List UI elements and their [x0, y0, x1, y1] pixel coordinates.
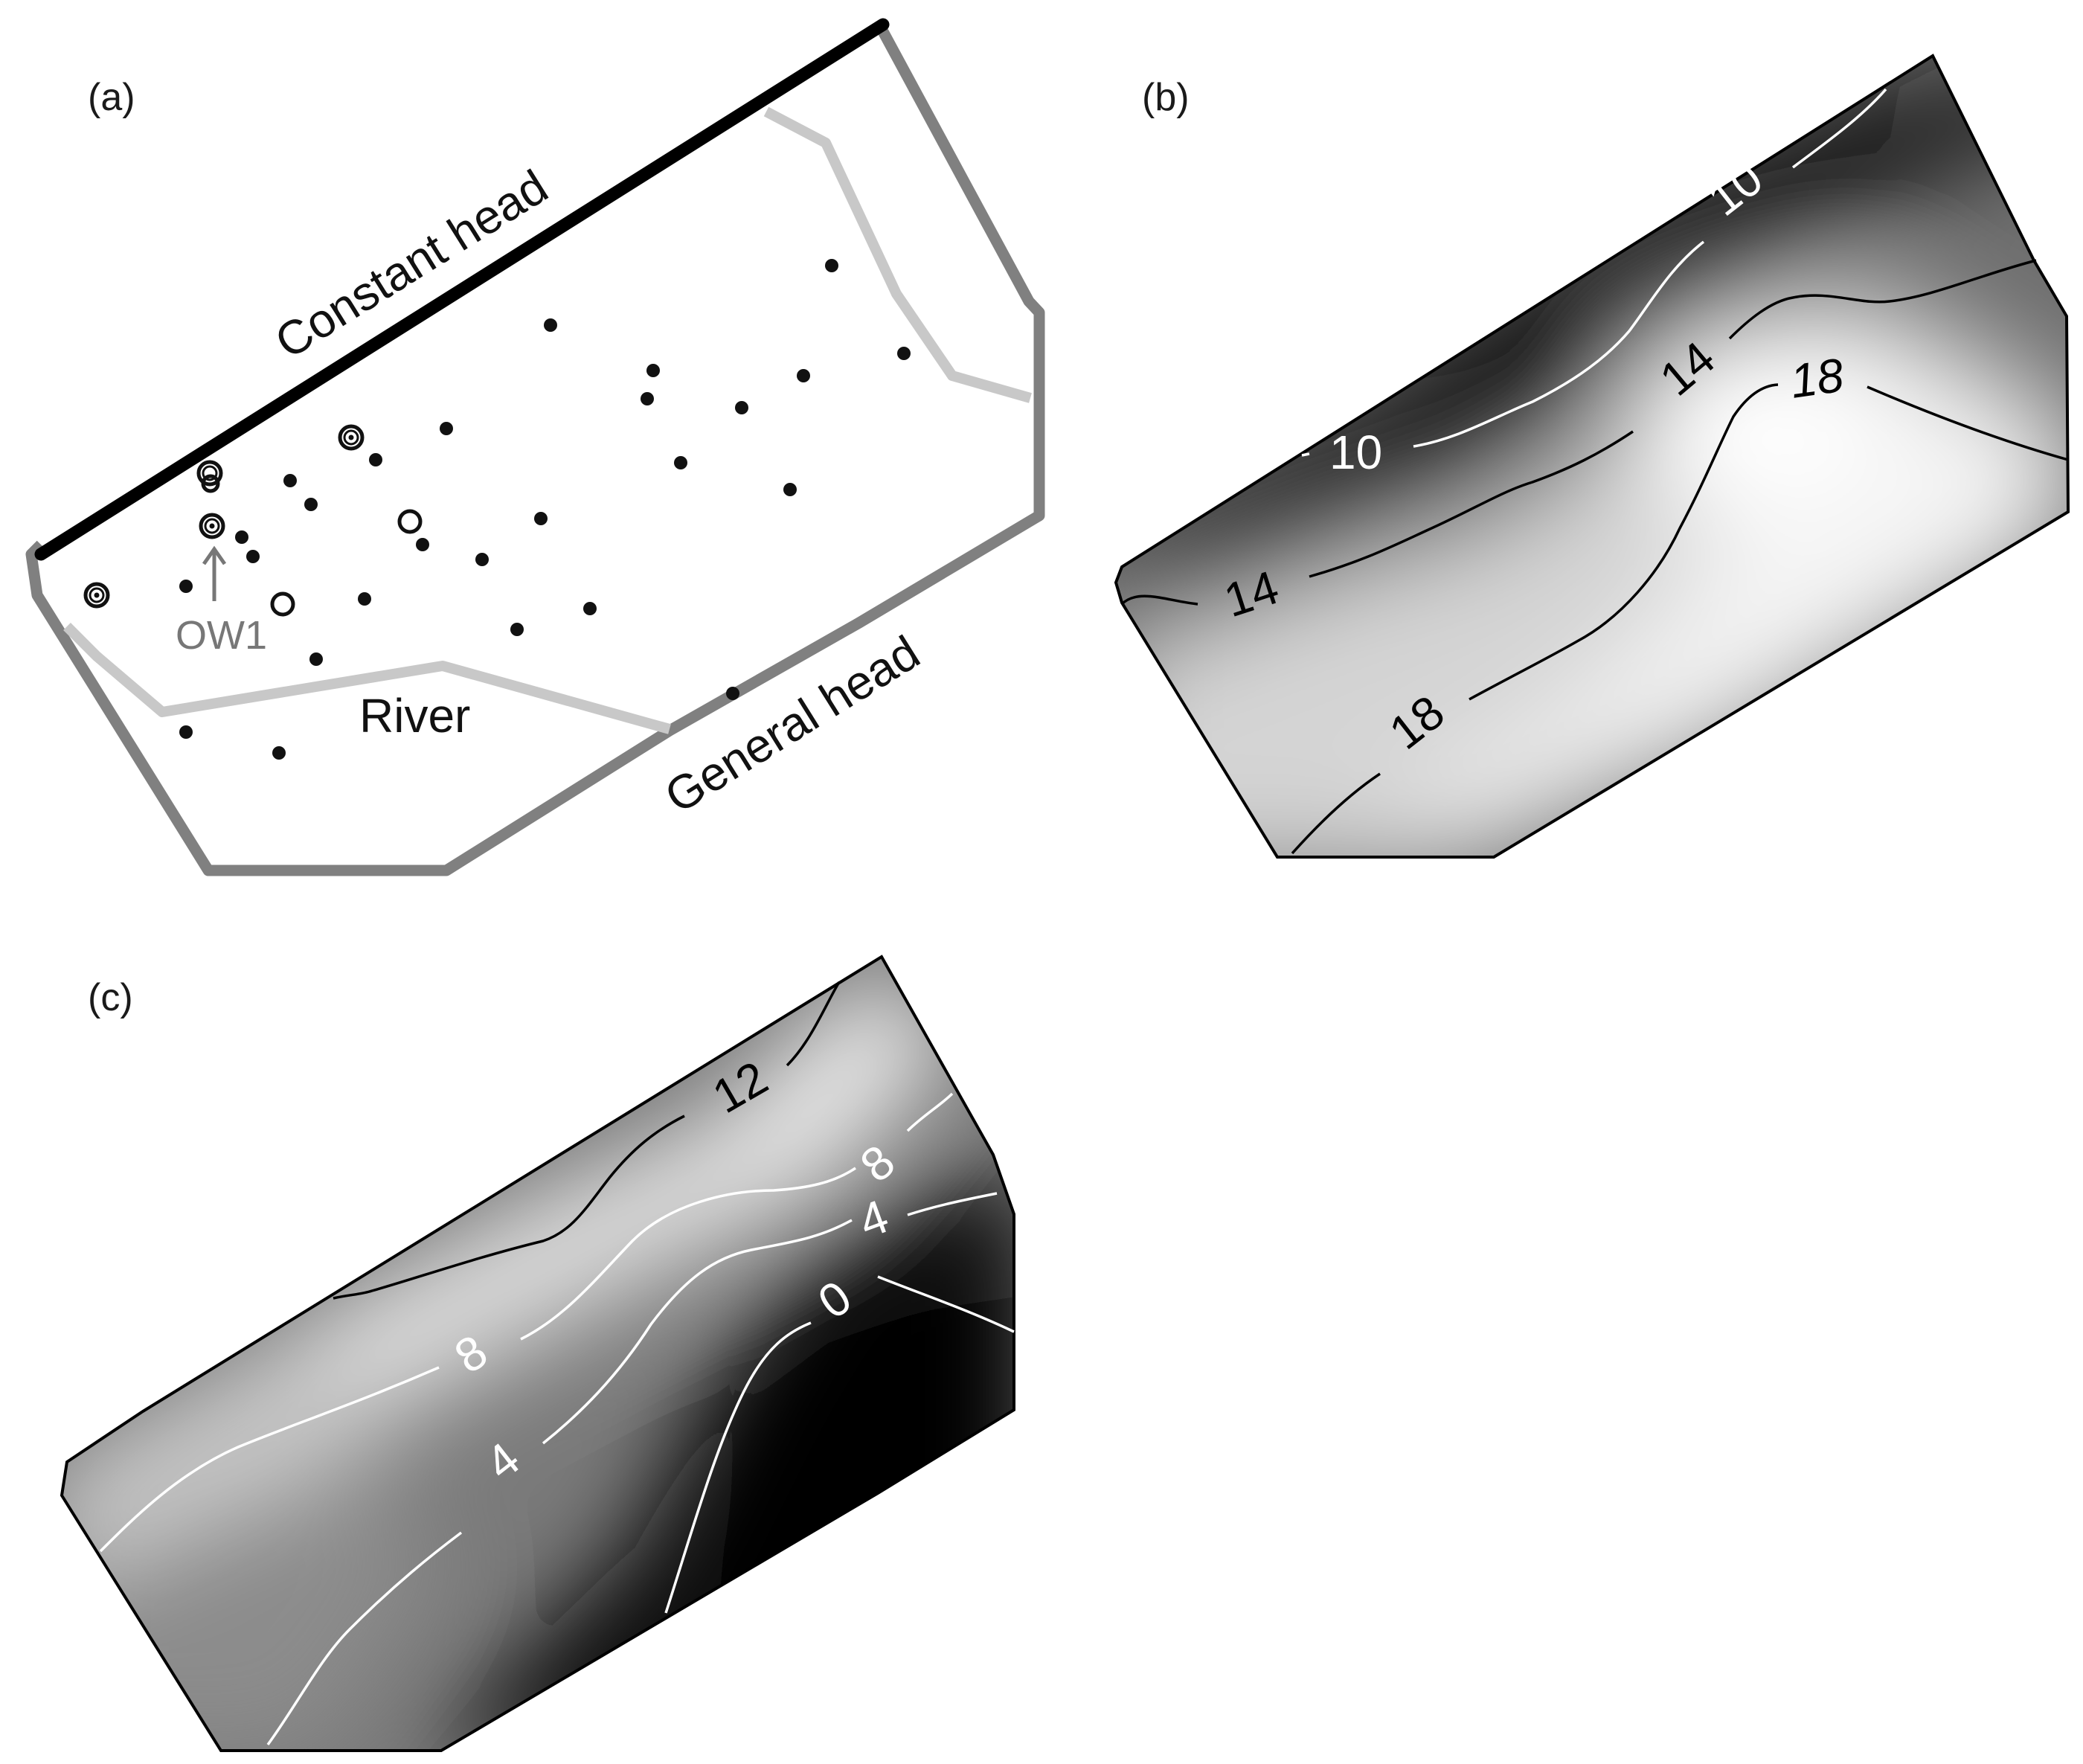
hatched-wells [83, 424, 365, 609]
well-dot [783, 483, 797, 496]
contour-label: 18 [1787, 348, 1847, 408]
well-dot [272, 746, 286, 760]
contour-line-10 [1301, 88, 1887, 457]
well-dot [534, 512, 548, 525]
well-dot [309, 652, 323, 666]
river-south [63, 623, 671, 734]
well-dot [246, 550, 260, 563]
well-dot [179, 580, 193, 593]
well-dot [583, 602, 597, 615]
ow1-label: OW1 [176, 613, 267, 658]
panel-b-letter: (b) [1142, 76, 1190, 119]
well-dot [646, 364, 660, 377]
contour-line-12 [333, 981, 841, 1300]
contour-label: 10 [1329, 426, 1382, 479]
panel-a-letter: (a) [88, 76, 135, 119]
hatched-well [199, 513, 225, 539]
panel-b: (b) 10 10 14 14 18 18 [1114, 54, 2070, 859]
hatched-well [196, 460, 223, 487]
well-dot [440, 422, 453, 435]
panel-b-outline [1114, 54, 2070, 859]
open-well [397, 509, 423, 534]
well-dot [510, 623, 524, 636]
contour-line-14 [1120, 259, 2037, 606]
general-head-boundary [25, 23, 1045, 876]
arrow-head-icon [202, 545, 227, 565]
panel-c: (c) 12 8 8 4 4 0 [60, 955, 1015, 1752]
contour-line-4 [266, 1192, 998, 1746]
observation-wells [179, 259, 911, 760]
well-dot [369, 453, 382, 466]
constant-head-boundary [34, 18, 890, 561]
contour-line-18 [1291, 383, 2069, 855]
panel-b-shading [1116, 56, 2068, 857]
well-dot [726, 687, 739, 700]
well-dot [641, 392, 654, 405]
river-northeast [763, 106, 1032, 403]
well-dot [735, 401, 748, 414]
well-dot [825, 259, 838, 272]
well-dot [283, 474, 297, 487]
river-label: River [359, 689, 470, 743]
contour-line-0 [664, 1275, 1015, 1614]
well-dot [544, 318, 557, 332]
well-dot [304, 498, 318, 511]
open-wells [201, 474, 423, 617]
well-dot [797, 369, 810, 382]
hatched-well [338, 424, 365, 451]
panel-c-outline [60, 955, 1015, 1752]
well-dot [897, 347, 911, 360]
contour-line-8 [99, 1092, 954, 1553]
panel-c-shading [62, 957, 1014, 1751]
open-well [270, 591, 295, 617]
panel-c-letter: (c) [88, 976, 133, 1019]
well-dot [179, 725, 193, 739]
well-dot [358, 592, 371, 606]
ow1-pointer [202, 545, 227, 601]
well-dot [235, 530, 248, 544]
panel-a: (a) Constant head River General head [25, 18, 1045, 876]
open-well [201, 474, 220, 493]
well-dot [674, 456, 687, 469]
hatched-well [83, 582, 110, 609]
well-dot [475, 553, 489, 566]
well-dot [416, 538, 429, 551]
